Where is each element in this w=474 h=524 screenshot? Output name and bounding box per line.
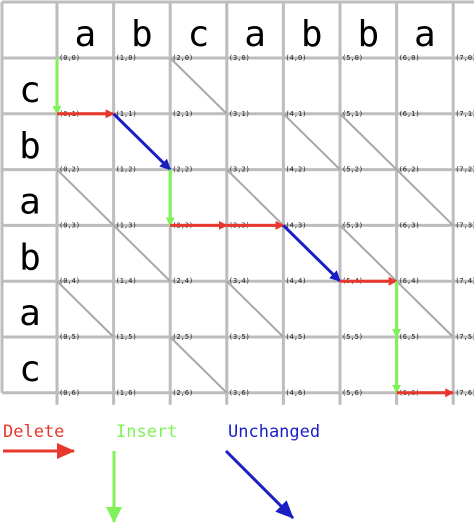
coordinate-label: (0,0) — [59, 54, 80, 62]
coordinate-label: (2,6) — [172, 389, 193, 397]
coordinate-label: (1,5) — [116, 333, 137, 341]
left-sequence-letter: a — [19, 293, 41, 334]
left-sequence-letter: c — [19, 349, 41, 390]
legend-insert-label: Insert — [116, 422, 177, 442]
coordinate-label: (5,6) — [342, 389, 363, 397]
coordinate-label: (2,4) — [172, 277, 193, 285]
match-diagonal — [169, 336, 228, 394]
coordinate-label: (6,3) — [399, 221, 420, 229]
unchanged-arrow — [112, 112, 172, 171]
match-diagonal — [395, 168, 454, 227]
coordinate-label: (0,5) — [59, 333, 80, 341]
coordinate-label: (5,3) — [342, 221, 363, 229]
coordinate-labels: (0,0) (1,0) (2,0) (3,0) (4,0) (5,0) (6,0) (7,0)… — [59, 54, 474, 397]
coordinate-label: (5,2) — [342, 166, 363, 174]
coordinate-label: (7,2) — [455, 166, 474, 174]
coordinate-label: (2,5) — [172, 333, 193, 341]
coordinate-label: (7,0) — [455, 54, 474, 62]
top-sequence-letter: b — [357, 14, 379, 55]
match-diagonal — [226, 168, 285, 227]
legend: Delete Insert Unchanged — [3, 422, 320, 523]
coordinate-label: (6,1) — [399, 110, 420, 118]
coordinate-label: (7,5) — [455, 333, 474, 341]
coordinate-label: (5,0) — [342, 54, 363, 62]
coordinate-label: (2,0) — [172, 54, 193, 62]
coordinate-label: (3,0) — [229, 54, 250, 62]
coordinate-label: (0,3) — [59, 221, 80, 229]
match-diagonal — [169, 57, 228, 115]
coordinate-label: (1,4) — [116, 277, 137, 285]
coordinate-label: (4,0) — [285, 54, 306, 62]
edit-path — [52, 58, 455, 398]
coordinate-label: (6,0) — [399, 54, 420, 62]
grid-lines — [0, 0, 474, 405]
match-diagonal — [339, 113, 398, 171]
top-sequence-letter: a — [414, 14, 436, 55]
coordinate-label: (6,5) — [399, 333, 420, 341]
coordinate-label: (4,2) — [285, 166, 306, 174]
top-sequence-letter: a — [74, 14, 96, 55]
match-diagonal — [395, 280, 454, 338]
coordinate-label: (7,4) — [455, 277, 474, 285]
coordinate-label: (1,3) — [116, 221, 137, 229]
left-sequence-letter: b — [19, 126, 41, 167]
left-sequence-letter: c — [19, 70, 41, 111]
match-diagonal — [339, 224, 398, 282]
coordinate-label: (4,6) — [285, 389, 306, 397]
coordinate-label: (1,6) — [116, 389, 137, 397]
coordinate-label: (5,1) — [342, 110, 363, 118]
top-sequence-letter: c — [188, 14, 210, 55]
coordinate-label: (6,2) — [399, 166, 420, 174]
coordinate-label: (7,3) — [455, 221, 474, 229]
legend-delete-label: Delete — [3, 422, 64, 442]
coordinate-label: (5,5) — [342, 333, 363, 341]
coordinate-label: (4,4) — [285, 277, 306, 285]
coordinate-label: (2,1) — [172, 110, 193, 118]
left-sequence-letter: b — [19, 237, 41, 278]
match-diagonal — [56, 168, 115, 227]
legend-unchanged-arrow — [224, 449, 295, 520]
top-sequence-letter: a — [244, 14, 266, 55]
top-sequence-letter: b — [131, 14, 153, 55]
coordinate-label: (0,4) — [59, 277, 80, 285]
coordinate-label: (1,0) — [116, 54, 137, 62]
coordinate-label: (4,1) — [285, 110, 306, 118]
coordinate-label: (7,6) — [455, 389, 474, 397]
match-diagonal — [56, 280, 115, 338]
unchanged-arrow — [282, 224, 342, 283]
coordinate-label: (3,2) — [229, 166, 250, 174]
match-diagonal — [226, 280, 285, 338]
coordinate-label: (1,2) — [116, 166, 137, 174]
coordinate-label: (1,1) — [116, 110, 137, 118]
coordinate-label: (4,3) — [285, 221, 306, 229]
coordinate-label: (0,6) — [59, 389, 80, 397]
match-diagonal — [282, 113, 341, 171]
coordinate-label: (3,4) — [229, 277, 250, 285]
match-diagonal — [112, 224, 171, 282]
coordinate-label: (6,4) — [399, 277, 420, 285]
top-sequence-letter: b — [301, 14, 323, 55]
coordinate-label: (3,5) — [229, 333, 250, 341]
coordinate-label: (2,2) — [172, 166, 193, 174]
coordinate-label: (3,6) — [229, 389, 250, 397]
coordinate-label: (0,2) — [59, 166, 80, 174]
coordinate-label: (7,1) — [455, 110, 474, 118]
coordinate-label: (4,5) — [285, 333, 306, 341]
left-sequence-letter: a — [19, 182, 41, 223]
coordinate-label: (3,1) — [229, 110, 250, 118]
legend-unchanged-label: Unchanged — [228, 422, 320, 442]
